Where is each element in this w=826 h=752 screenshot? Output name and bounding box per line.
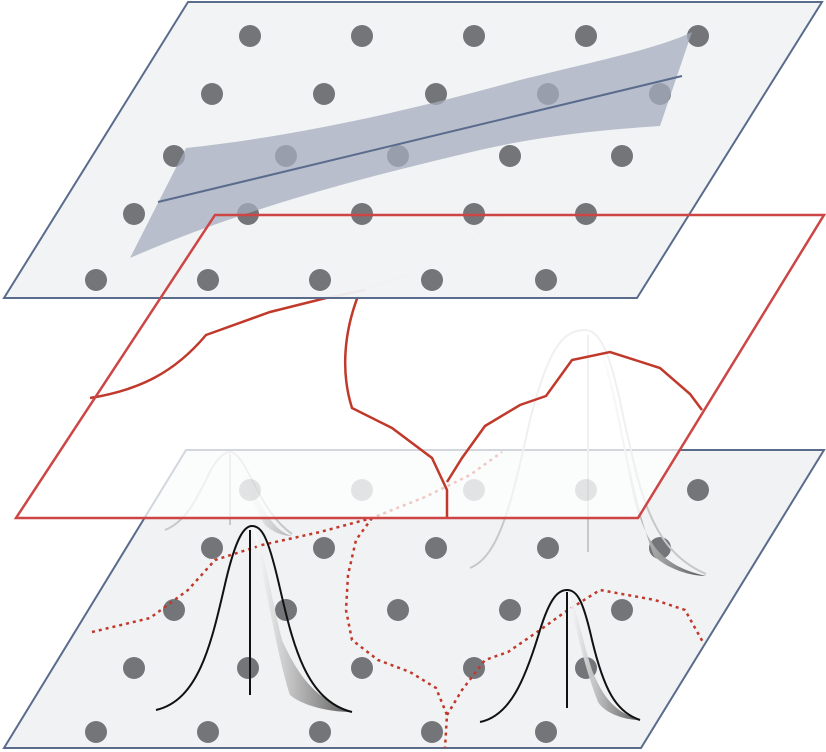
top-dot [197, 269, 219, 291]
bottom-dot [163, 599, 185, 621]
bottom-dot [535, 721, 557, 743]
bottom-dot [313, 537, 335, 559]
top-dot [313, 83, 335, 105]
top-dot [575, 25, 597, 47]
middle-plane-edge [13, 213, 826, 520]
bottom-dot [387, 599, 409, 621]
boundary-center [343, 295, 449, 518]
top-dot [309, 269, 331, 291]
bottom-dot [421, 721, 443, 743]
top-dot [85, 269, 107, 291]
top-dot [687, 25, 709, 47]
bottom-dot [85, 721, 107, 743]
bottom-dot [351, 657, 373, 679]
top-dot [123, 203, 145, 225]
bottom-plane [2, 449, 826, 749]
top-dot [499, 145, 521, 167]
top-dot [463, 25, 485, 47]
bottom-dot [237, 657, 259, 679]
bottom-dot [425, 537, 447, 559]
bottom-plane-dotted-boundaries [91, 450, 706, 749]
boundary-left [89, 288, 366, 400]
ghost-dots [239, 479, 597, 501]
ghost-dot [463, 479, 485, 501]
top-dot [425, 83, 447, 105]
top-dot [239, 25, 261, 47]
bottom-dot [123, 657, 145, 679]
confidence-band [130, 32, 692, 258]
bottom-dot [537, 537, 559, 559]
gaussian-curve-left [155, 524, 353, 713]
regression-line [157, 75, 683, 203]
bottom-plane-dots [85, 479, 709, 743]
dotted-boundary-left [91, 450, 503, 634]
top-dot [351, 25, 373, 47]
top-dot [535, 269, 557, 291]
dotted-boundary-right [445, 588, 706, 716]
dotted-boundary-center [344, 517, 449, 749]
ghost-dot [575, 479, 597, 501]
top-dot [611, 145, 633, 167]
ghost-dot [239, 479, 261, 501]
top-dot [201, 83, 223, 105]
bottom-dot [687, 479, 709, 501]
top-dot [421, 269, 443, 291]
boundary-right [445, 350, 703, 483]
bottom-dot [197, 721, 219, 743]
bottom-dot [611, 599, 633, 621]
bottom-dot [201, 537, 223, 559]
bottom-dot [309, 721, 331, 743]
bottom-dot [499, 599, 521, 621]
gaussian-curve-right [479, 588, 641, 723]
bottom-dot [463, 657, 485, 679]
ghost-dot [351, 479, 373, 501]
